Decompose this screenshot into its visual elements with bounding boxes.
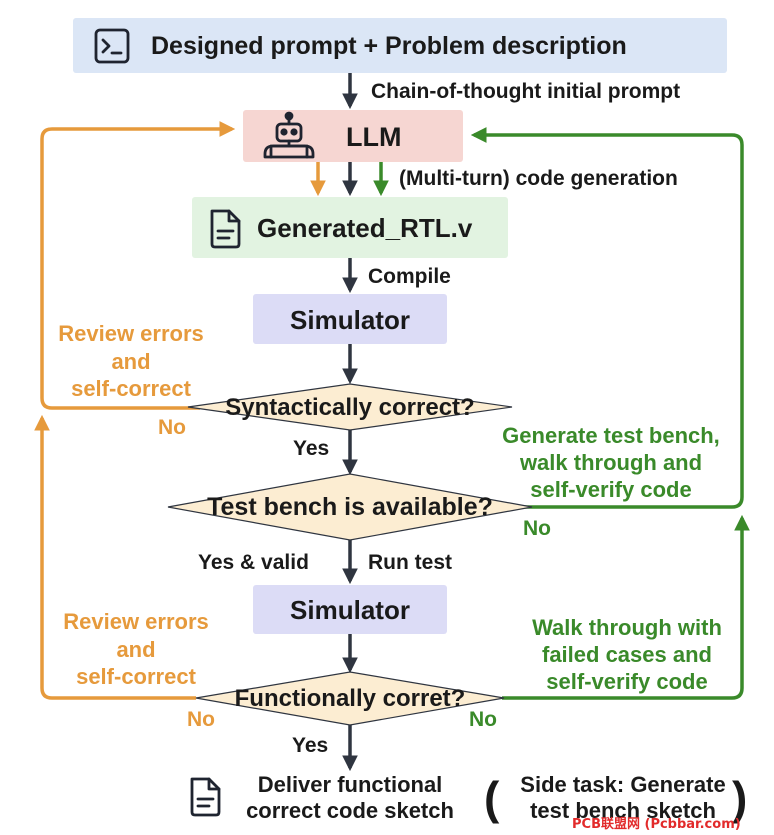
svg-text:failed cases and: failed cases and xyxy=(542,642,712,667)
edge-cot-label: Chain-of-thought initial prompt xyxy=(371,80,680,103)
side-paren-left: ( xyxy=(484,772,500,824)
side-task-line1: Side task: Generate xyxy=(520,772,725,797)
prompt-box xyxy=(73,18,727,73)
svg-text:self-correct: self-correct xyxy=(71,376,192,401)
generate-testbench-label: Generate test bench, walk through and se… xyxy=(502,423,720,502)
svg-text:Generate test bench,: Generate test bench, xyxy=(502,423,720,448)
document-icon xyxy=(210,209,241,249)
walk-through-failed-label: Walk through with failed cases and self-… xyxy=(532,615,722,694)
feedback-arrow-syntax-no xyxy=(40,121,236,410)
robot-icon xyxy=(263,111,315,159)
simulator1-label: Simulator xyxy=(290,305,410,335)
feedback-arrow-func-no-right xyxy=(502,514,750,700)
svg-text:self-verify code: self-verify code xyxy=(530,477,691,502)
feedback-arrow-func-no-left xyxy=(34,414,196,700)
review-errors-label-1: Review errors and self-correct xyxy=(58,321,204,401)
svg-text:Walk through with: Walk through with xyxy=(532,615,722,640)
func-diamond xyxy=(195,671,505,726)
edge-no-func-right-label: No xyxy=(469,708,497,731)
svg-text:Review errors: Review errors xyxy=(58,321,204,346)
svg-text:and: and xyxy=(111,349,150,374)
svg-text:walk through and: walk through and xyxy=(519,450,702,475)
svg-text:self-correct: self-correct xyxy=(76,664,197,689)
simulator1-box xyxy=(253,294,447,344)
side-task-line2: test bench sketch xyxy=(530,798,716,823)
document-icon xyxy=(190,777,221,817)
deliver-line1: Deliver functional xyxy=(258,772,443,797)
simulator2-box xyxy=(253,585,447,634)
rtl-box xyxy=(192,197,508,258)
simulator2-label: Simulator xyxy=(290,595,410,625)
edge-no-func-left-label: No xyxy=(187,708,215,731)
edge-compile-label: Compile xyxy=(368,265,451,288)
llm-label: LLM xyxy=(346,122,401,152)
edge-run-test-label: Run test xyxy=(368,551,452,574)
svg-text:self-verify code: self-verify code xyxy=(546,669,707,694)
edge-no-testbench-label: No xyxy=(523,517,551,540)
testbench-label: Test bench is available? xyxy=(207,493,493,521)
edge-codegen-label: (Multi-turn) code generation xyxy=(399,167,678,190)
func-label: Functionally corret? xyxy=(235,685,466,712)
edge-yes-valid-label: Yes & valid xyxy=(198,551,309,574)
svg-text:and: and xyxy=(116,637,155,662)
syntax-diamond xyxy=(187,383,513,431)
review-errors-label-2: Review errors and self-correct xyxy=(63,609,209,689)
feedback-arrow-testbench-no xyxy=(470,127,744,509)
prompt-title: Designed prompt + Problem description xyxy=(151,32,627,60)
syntax-label: Syntactically correct? xyxy=(225,394,474,421)
terminal-icon xyxy=(94,28,130,64)
watermark: PCB联盟网 (Pcbbar.com) xyxy=(572,816,741,832)
deliver-line2: correct code sketch xyxy=(246,798,454,823)
svg-text:Review errors: Review errors xyxy=(63,609,209,634)
edge-yes-final-label: Yes xyxy=(292,734,328,757)
edge-yes1-label: Yes xyxy=(293,437,329,460)
side-paren-right: ) xyxy=(732,772,747,824)
rtl-label: Generated_RTL.v xyxy=(257,213,473,243)
edge-no-syntax-label: No xyxy=(158,416,186,439)
testbench-diamond xyxy=(167,473,533,541)
